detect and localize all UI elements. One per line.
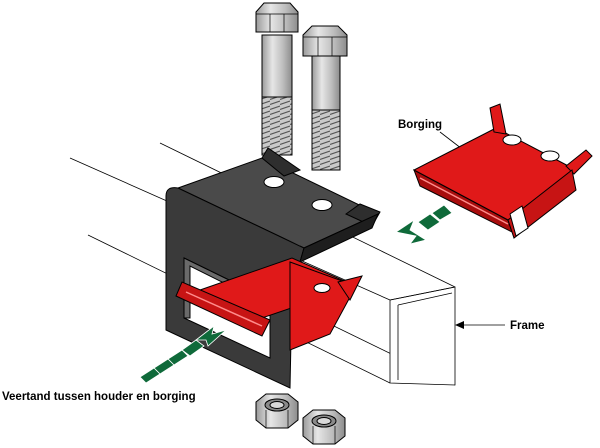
label-frame: Frame	[510, 320, 545, 332]
bolt-head	[302, 25, 348, 57]
borging-hole-1	[502, 134, 522, 146]
nut-right	[302, 409, 346, 445]
bolt-head	[255, 2, 299, 33]
insert-arrow-upper	[394, 204, 453, 245]
bolt-shank	[261, 34, 293, 98]
bracket-side-wall	[299, 213, 379, 263]
bolt-right	[302, 25, 348, 171]
label-veertand: Veertand tussen houder en borging	[2, 391, 196, 403]
clip-installed-tip	[337, 275, 363, 301]
frame-inner-edge	[397, 292, 453, 306]
borging-notch	[509, 205, 529, 237]
bolt-left	[255, 2, 299, 156]
bolt-shank	[311, 54, 341, 111]
label-borging: Borging	[398, 119, 442, 131]
bolt-thread	[311, 107, 341, 171]
clip-installed-body	[289, 261, 357, 351]
bolt-thread	[261, 94, 293, 156]
frame-top-edge	[389, 286, 456, 301]
borging-hole-2	[540, 150, 560, 162]
frame-end-face	[389, 286, 456, 386]
borging-highlight	[419, 177, 509, 225]
leader-frame-arrowhead	[455, 321, 464, 329]
nut-left	[255, 393, 299, 429]
insert-arrow-lower	[139, 324, 227, 384]
borging-tab-right	[565, 149, 593, 175]
clip-installed-hole	[313, 283, 331, 293]
borging-clip	[412, 103, 593, 239]
borging-tab-left	[489, 103, 507, 135]
borging-clip-installed	[175, 257, 363, 351]
bracket-top-ridge	[261, 147, 302, 177]
bracket-hole	[263, 176, 285, 188]
bracket-hole	[311, 199, 333, 211]
